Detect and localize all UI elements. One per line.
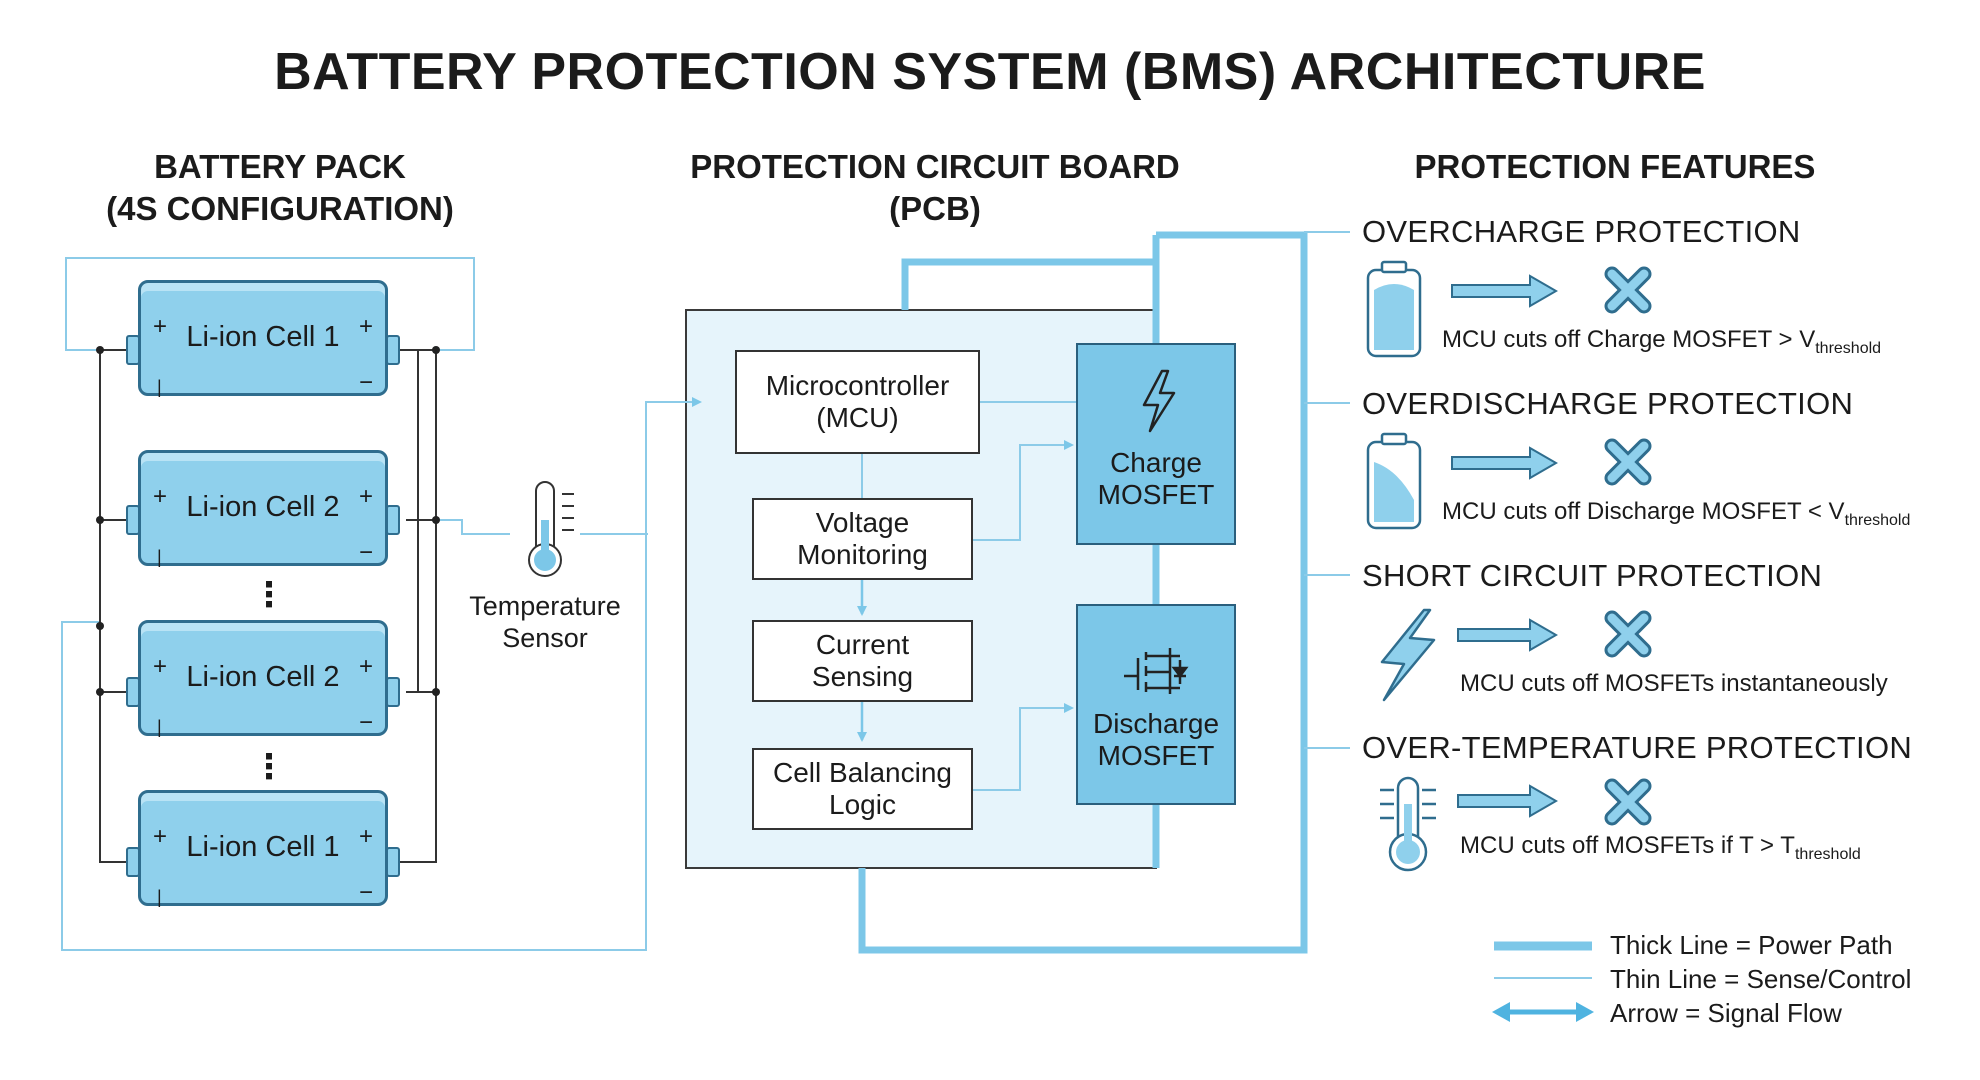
cell-label: Li-ion Cell 1: [186, 321, 340, 353]
cell-plus-left: +: [153, 483, 168, 510]
current-line2: Sensing: [811, 661, 914, 692]
charge-mosfet-line2: MOSFET: [1097, 479, 1215, 510]
page-title: BATTERY PROTECTION SYSTEM (BMS) ARCHITEC…: [274, 43, 1706, 101]
junction-dots: [96, 346, 440, 696]
feature-description: MCU cuts off Charge MOSFET > Vthreshold: [1442, 326, 1881, 358]
battery-cell: + + | − Li-ion Cell 2: [138, 450, 388, 567]
cell-bar: |: [157, 377, 162, 397]
current-line1: Current: [815, 629, 910, 660]
cell-plus-right: +: [358, 823, 373, 850]
feature-desc-sub: threshold: [1815, 339, 1882, 357]
legend-arrow: Arrow = Signal Flow: [1610, 998, 1842, 1028]
lightning-bolt-icon: [1380, 608, 1436, 702]
battery-cell: + + | − Li-ion Cell 2: [138, 620, 388, 737]
power-path: [858, 231, 1308, 954]
cell-minus: −: [358, 369, 373, 396]
cell-bar: |: [157, 547, 162, 567]
mcu-line2: (MCU): [816, 402, 899, 433]
feature-arrows: [1451, 274, 1559, 818]
battery-pack-heading-line1: BATTERY PACK: [154, 148, 406, 185]
feature-desc-text: MCU cuts off MOSFETs if T > T: [1460, 832, 1795, 859]
cell-minus: −: [358, 709, 373, 736]
cell-plus-left: +: [153, 653, 168, 680]
cell-label: Li-ion Cell 2: [186, 661, 340, 693]
balancing-line1: Cell Balancing: [773, 757, 952, 788]
cross-icon: [1604, 266, 1652, 826]
feature-description: MCU cuts off MOSFETs instantaneously: [1460, 670, 1888, 698]
feature-desc-text: MCU cuts off Discharge MOSFET < V: [1442, 498, 1845, 525]
lightning-icon: [1142, 369, 1176, 433]
battery-pack-heading-line2: (4S CONFIGURATION): [106, 190, 454, 227]
cell-plus-left: +: [153, 313, 168, 340]
voltage-line2: Monitoring: [797, 539, 928, 570]
cell-label: Li-ion Cell 2: [186, 491, 340, 523]
mosfet-symbol-icon: [1124, 648, 1189, 694]
cell-plus-right: +: [358, 313, 373, 340]
feature-desc-sub: threshold: [1844, 511, 1911, 529]
pcb-heading: PROTECTION CIRCUIT BOARD (PCB): [660, 146, 1210, 230]
discharge-mosfet: Discharge MOSFET: [1076, 604, 1236, 805]
feature-desc-sub: threshold: [1794, 845, 1861, 863]
discharge-mosfet-line1: Discharge: [1092, 708, 1220, 739]
cell-bar: |: [157, 887, 162, 907]
battery-pack-heading: BATTERY PACK (4S CONFIGURATION): [60, 146, 500, 230]
feature-description: MCU cuts off MOSFETs if T > Tthreshold: [1460, 832, 1861, 864]
features-heading: PROTECTION FEATURES: [1414, 148, 1816, 185]
cell-bar: |: [157, 717, 162, 737]
battery-full-icon: [1366, 260, 1422, 358]
charge-mosfet-line1: Charge: [1110, 447, 1202, 478]
cell-bus: [99, 349, 437, 863]
pcb-signals: [861, 401, 1076, 791]
feature-heading: SHORT CIRCUIT PROTECTION: [1362, 558, 1823, 593]
feature-heading: OVER-TEMPERATURE PROTECTION: [1362, 730, 1913, 765]
thermometer-icon: [1380, 776, 1436, 872]
feature-desc-text: MCU cuts off Charge MOSFET > V: [1442, 326, 1816, 353]
temperature-sensor-icon: [528, 481, 574, 577]
feature-heading: OVERCHARGE PROTECTION: [1362, 214, 1801, 249]
cell-minus: −: [358, 879, 373, 906]
battery-cell: + + | − Li-ion Cell 1: [138, 790, 388, 907]
legend-thick-line: Thick Line = Power Path: [1610, 930, 1893, 960]
pcb-heading-line1: PROTECTION CIRCUIT BOARD: [690, 148, 1180, 185]
feature-desc-text: MCU cuts off MOSFETs instantaneously: [1460, 670, 1888, 697]
discharge-mosfet-line2: MOSFET: [1097, 740, 1215, 771]
legend-thin-line: Thin Line = Sense/Control: [1610, 964, 1912, 994]
legend-graphics: [1492, 941, 1594, 1022]
cell-plus-left: +: [153, 823, 168, 850]
cell-plus-right: +: [358, 653, 373, 680]
mcu-block: Microcontroller(MCU): [735, 350, 980, 454]
charge-mosfet-label: Charge MOSFET: [1078, 447, 1234, 511]
cell-plus-right: +: [358, 483, 373, 510]
cross-icon-fill: [1607, 269, 1649, 823]
charge-mosfet: Charge MOSFET: [1076, 343, 1236, 545]
temperature-sensor-label: Temperature Sensor: [460, 590, 630, 654]
discharge-mosfet-label: Discharge MOSFET: [1078, 708, 1234, 772]
feature-heading: OVERDISCHARGE PROTECTION: [1362, 386, 1854, 421]
pcb-heading-line2: (PCB): [889, 190, 981, 227]
pack-wiring: [61, 231, 1350, 951]
cell-label: Li-ion Cell 1: [186, 831, 340, 863]
battery-cell: + + | − Li-ion Cell 1: [138, 280, 388, 397]
battery-low-icon: [1366, 432, 1422, 530]
cell-minus: −: [358, 539, 373, 566]
sensor-label-line1: Temperature: [469, 591, 621, 621]
mcu-line1: Microcontroller: [765, 370, 950, 401]
balancing-line2: Logic: [829, 789, 896, 820]
feature-description: MCU cuts off Discharge MOSFET < Vthresho…: [1442, 498, 1910, 530]
sensor-label-line2: Sensor: [502, 623, 588, 653]
voltage-line1: Voltage: [815, 507, 910, 538]
